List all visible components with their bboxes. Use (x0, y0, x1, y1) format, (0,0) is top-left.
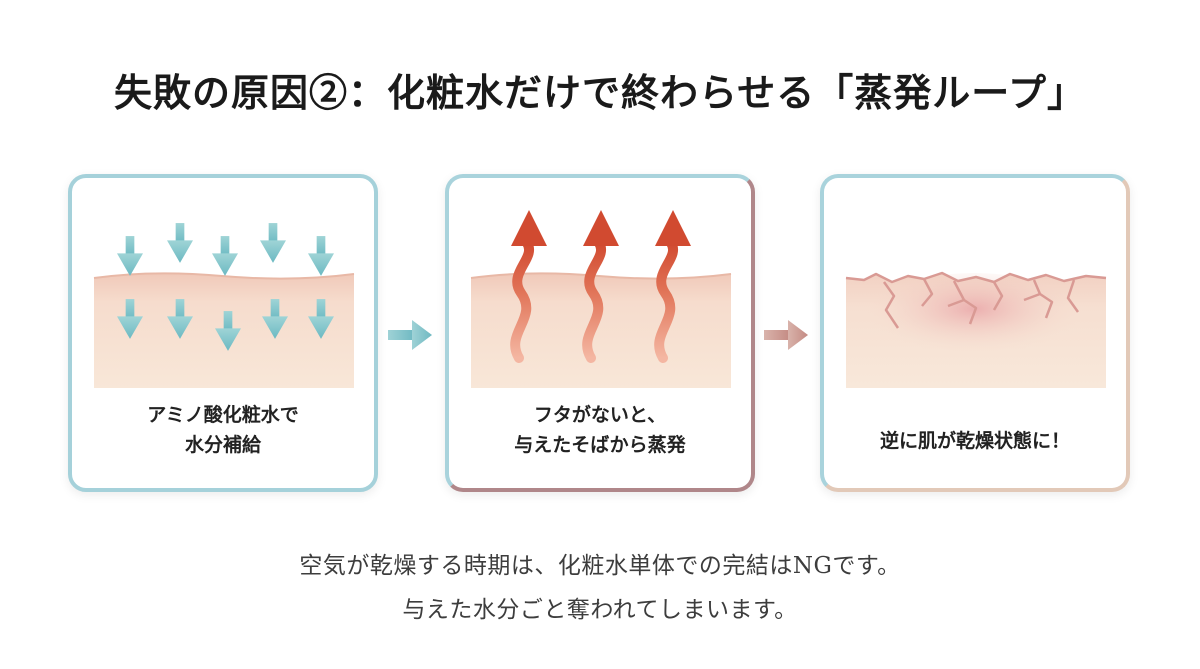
panel-caption: 逆に肌が乾燥状態に！ (879, 430, 1070, 452)
wavy-up-arrow-icon (510, 210, 691, 363)
skin-layer (471, 273, 731, 388)
panel-caption: フタがないと、 与えたそばから蒸発 (514, 404, 686, 456)
panel-caption: アミノ酸化粧水で 水分補給 (147, 404, 299, 456)
footer-text: 空気が乾燥する時期は、化粧水単体での完結はNGです。 (299, 553, 901, 579)
arrow-right-icon (388, 320, 432, 350)
skin-evaporate-illustration (470, 210, 732, 388)
page-title: 失敗の原因②：化粧水だけで終わらせる「蒸発ループ」 (114, 70, 1086, 115)
arrow-right-icon (764, 320, 808, 350)
skin-absorb-illustration (93, 223, 355, 388)
panel-hydration: アミノ酸化粧水で 水分補給 (68, 174, 378, 492)
panel-evaporation: フタがないと、 与えたそばから蒸発 (445, 174, 755, 492)
footer-text: 与えた水分ごと奪われてしまいます。 (402, 597, 798, 623)
panel-dry-skin: 逆に肌が乾燥状態に！ (820, 174, 1130, 492)
cracked-skin-illustration (845, 271, 1107, 388)
crack-lines (845, 271, 1107, 329)
